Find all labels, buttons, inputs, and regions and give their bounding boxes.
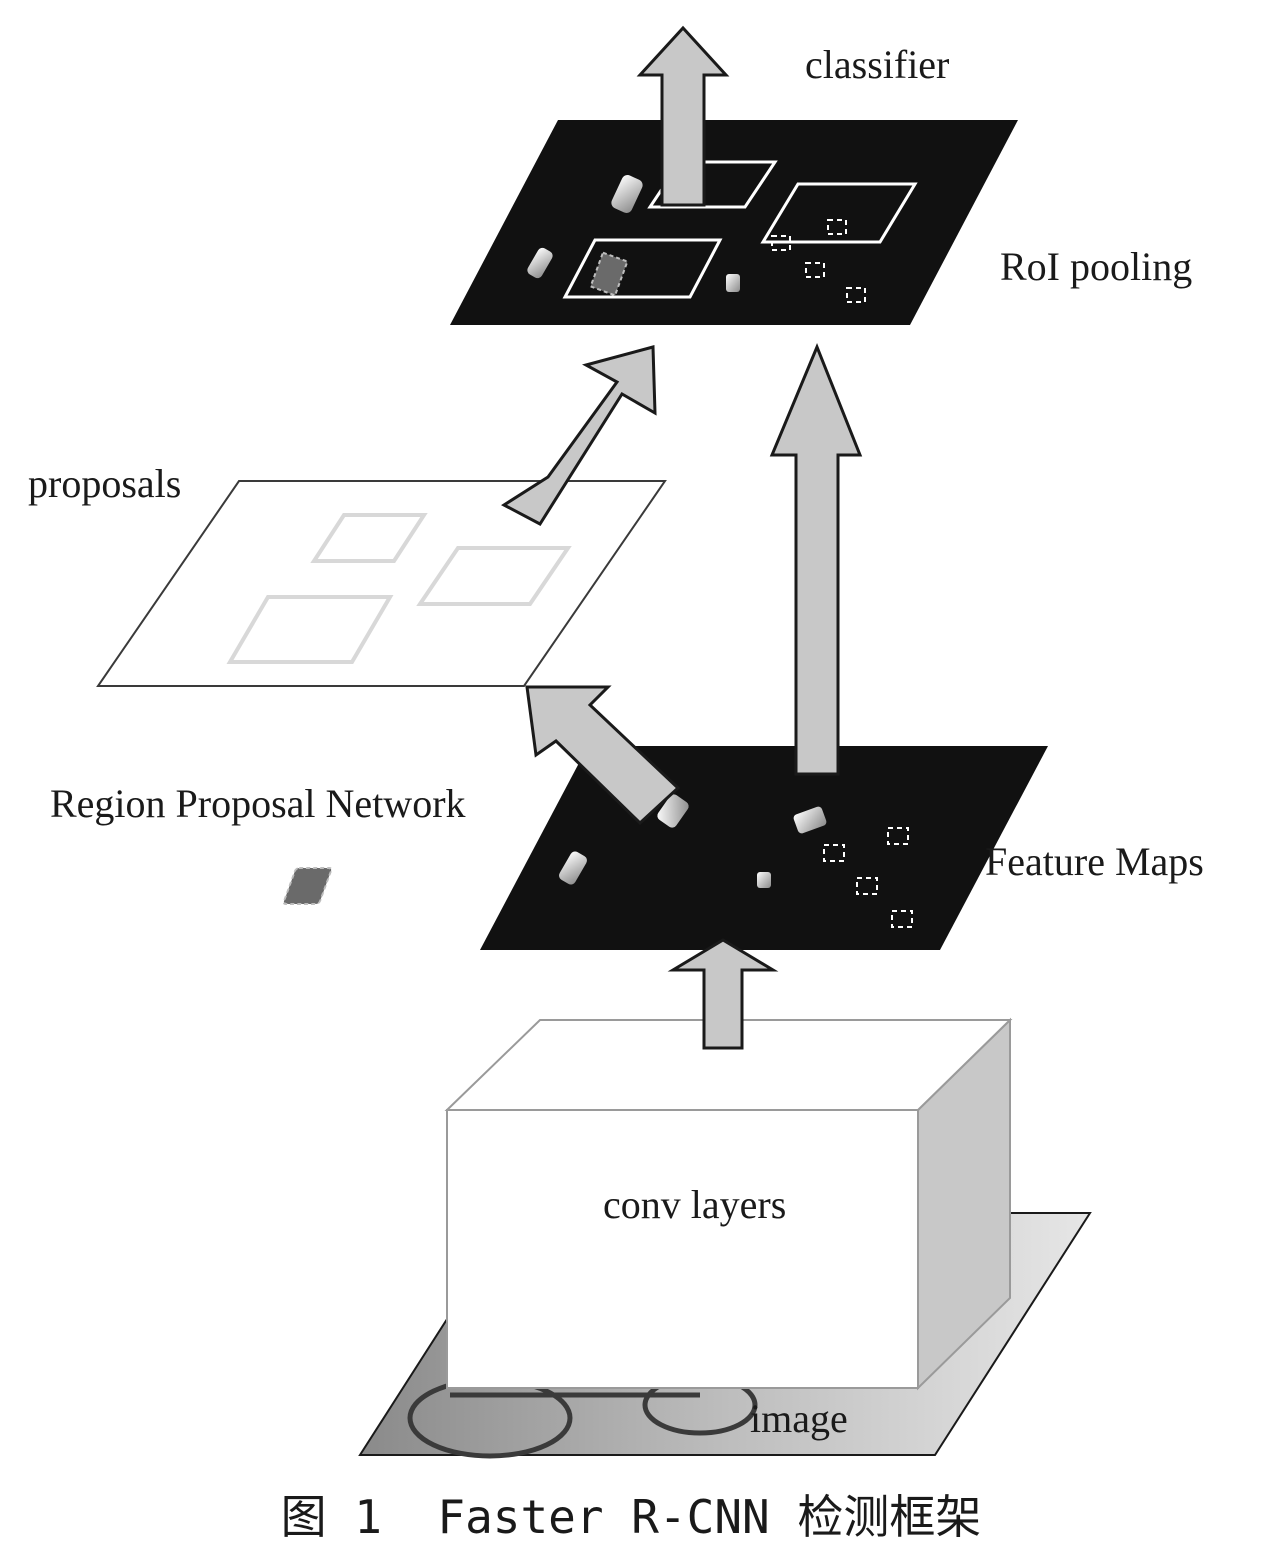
- roi-pooling-plane: [450, 120, 1018, 325]
- proposals-plane: [96, 480, 667, 687]
- arrow-roi-pooling-to-classifier: [636, 25, 730, 207]
- figure-caption: 图 1 Faster R-CNN 检测框架: [281, 1490, 982, 1544]
- label-conv-layers: conv layers: [603, 1182, 786, 1227]
- label-region-proposal-network: Region Proposal Network: [50, 781, 466, 826]
- arrow-feature-maps-to-roi-pooling: [769, 343, 863, 776]
- arrow-proposals-to-roi-pooling: [501, 345, 657, 526]
- label-roi-pooling: RoI pooling: [1000, 244, 1192, 289]
- proposal-boxes: [226, 513, 572, 664]
- arrow-rpn-to-proposals: [525, 685, 681, 826]
- label-classifier: classifier: [805, 42, 949, 87]
- label-proposals: proposals: [28, 461, 181, 506]
- feature-map-objects: [282, 794, 913, 928]
- roi-pooling-objects: [527, 160, 918, 303]
- arrow-conv-to-feature-maps: [667, 938, 779, 1050]
- conv-layers-box: [444, 1017, 1013, 1391]
- label-image: image: [750, 1396, 848, 1441]
- label-feature-maps: Feature Maps: [985, 839, 1204, 884]
